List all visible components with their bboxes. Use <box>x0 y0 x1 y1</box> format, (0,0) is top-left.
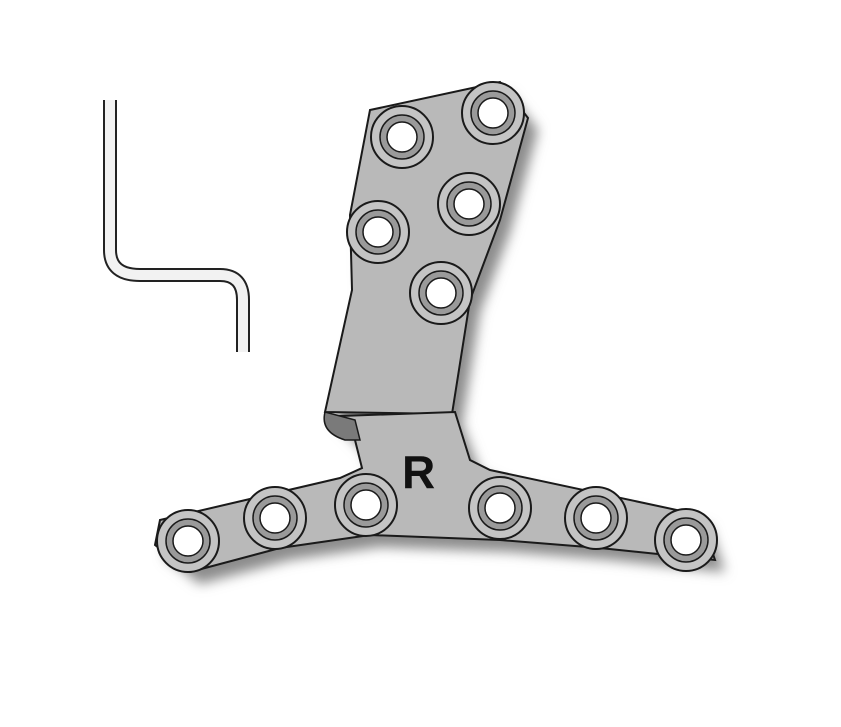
bend-fold <box>323 411 361 441</box>
screw-hole-hole <box>453 188 485 220</box>
screw-hole-hole <box>670 524 702 556</box>
side-profile-view <box>103 100 250 352</box>
screw-hole <box>409 261 473 325</box>
screw-hole <box>370 105 434 169</box>
bone-plate: R <box>153 80 718 574</box>
screw-hole-hole <box>425 277 457 309</box>
screw-hole <box>346 200 410 264</box>
screw-hole-hole <box>580 502 612 534</box>
screw-hole-hole <box>484 492 516 524</box>
screw-hole <box>334 473 398 537</box>
screw-holes <box>156 81 718 573</box>
screw-hole <box>461 81 525 145</box>
screw-hole-hole <box>386 121 418 153</box>
screw-hole-hole <box>172 525 204 557</box>
screw-hole-hole <box>259 502 291 534</box>
screw-hole <box>564 486 628 550</box>
screw-hole <box>468 476 532 540</box>
screw-hole <box>437 172 501 236</box>
screw-hole-hole <box>362 216 394 248</box>
screw-hole <box>654 508 718 572</box>
side-label: R <box>402 446 435 498</box>
screw-hole-hole <box>477 97 509 129</box>
screw-hole <box>243 486 307 550</box>
screw-hole <box>156 509 220 573</box>
screw-hole-hole <box>350 489 382 521</box>
